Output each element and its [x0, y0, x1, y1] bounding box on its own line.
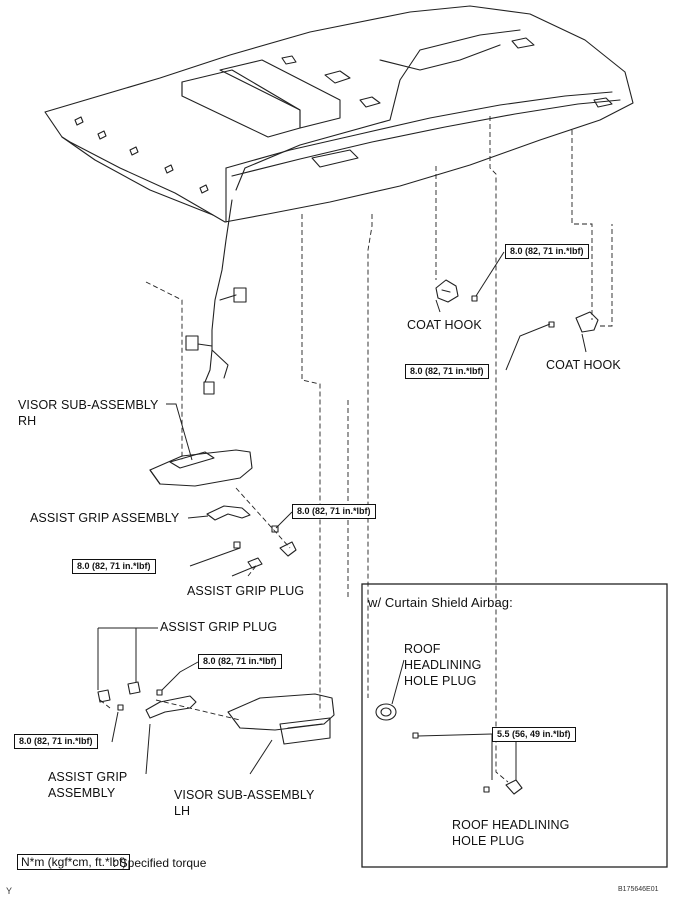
label-roof-plug-upper-line1: ROOF	[404, 642, 441, 656]
wire-harness	[185, 199, 247, 395]
bolts	[117, 295, 555, 793]
torque-coat-hook-right-upper: 8.0 (82, 71 in.*lbf)	[505, 244, 589, 259]
label-assist-grip-plug-upper: ASSIST GRIP PLUG	[187, 584, 305, 598]
roof-headliner	[44, 5, 634, 223]
label-assist-grip-assembly-lower-line2: ASSEMBLY	[48, 786, 116, 800]
inset-title: w/ Curtain Shield Airbag:	[368, 595, 513, 610]
label-assist-grip-assembly-lower-line1: ASSIST GRIP	[48, 770, 128, 784]
torque-assist-grip-upper-right: 8.0 (82, 71 in.*lbf)	[292, 504, 376, 519]
assist-grip-upper-shape	[206, 505, 251, 521]
label-assist-grip-assembly-upper: ASSIST GRIP ASSEMBLY	[30, 511, 180, 525]
label-roof-plug-upper-line3: HOLE PLUG	[404, 674, 477, 688]
label-roof-plug-upper-line2: HEADLINING	[404, 658, 482, 672]
label-roof-plug-lower-line1: ROOF HEADLINING	[452, 818, 570, 832]
roof-plug-shapes	[375, 703, 523, 795]
assist-grip-plug-upper-shape	[247, 541, 297, 569]
label-roof-plug-lower-line2: HOLE PLUG	[452, 834, 525, 848]
torque-roof-plug: 5.5 (56, 49 in.*lbf)	[492, 727, 576, 742]
label-visor-lh-line1: VISOR SUB-ASSEMBLY	[174, 788, 315, 802]
coat-hook-shapes	[435, 279, 599, 333]
legend-box: N*m (kgf*cm, ft.*lbf)	[17, 854, 131, 870]
label-coat-hook-2: COAT HOOK	[546, 358, 621, 372]
projection-lines	[99, 116, 613, 783]
label-assist-grip-plug-lower: ASSIST GRIP PLUG	[160, 620, 278, 634]
corner-mark-left: Y	[6, 886, 13, 896]
inset-frame	[361, 583, 668, 868]
torque-assist-grip-upper-left: 8.0 (82, 71 in.*lbf)	[72, 559, 156, 574]
label-coat-hook-1: COAT HOOK	[407, 318, 482, 332]
label-visor-rh-line1: VISOR SUB-ASSEMBLY	[18, 398, 159, 412]
corner-mark-right: B175646E01	[618, 886, 659, 893]
label-visor-lh-line2: LH	[174, 804, 191, 818]
torque-assist-grip-lower-left: 8.0 (82, 71 in.*lbf)	[14, 734, 98, 749]
torque-coat-hook-left-lower: 8.0 (82, 71 in.*lbf)	[405, 364, 489, 379]
label-visor-rh-line2: RH	[18, 414, 37, 428]
legend-text: : Specified torque	[113, 856, 207, 870]
visor-lh-shape	[227, 693, 335, 745]
visor-rh-shape	[149, 449, 253, 487]
torque-assist-grip-lower-top: 8.0 (82, 71 in.*lbf)	[198, 654, 282, 669]
assist-grip-lower-shape	[97, 681, 197, 719]
